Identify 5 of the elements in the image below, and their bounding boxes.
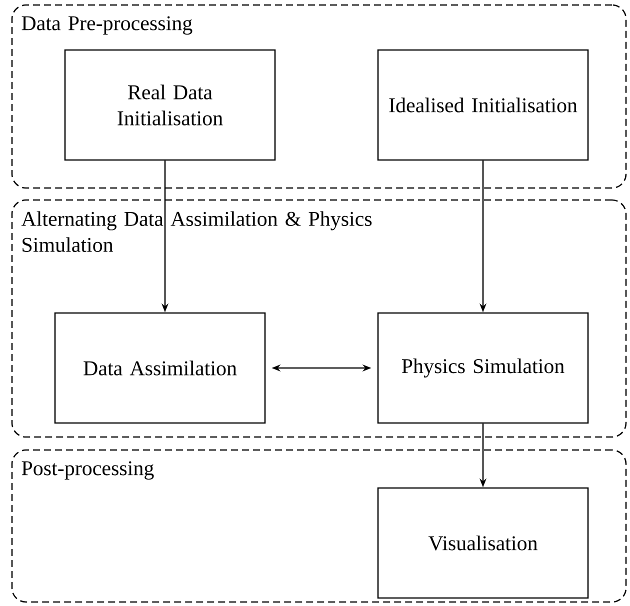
- process-box: Visualisation: [377, 487, 589, 599]
- process-box: Idealised Initialisation: [377, 49, 589, 161]
- process-box: Data Assimilation: [54, 312, 266, 424]
- process-box: Physics Simulation: [377, 312, 589, 424]
- process-box: Real Data Initialisation: [64, 49, 276, 161]
